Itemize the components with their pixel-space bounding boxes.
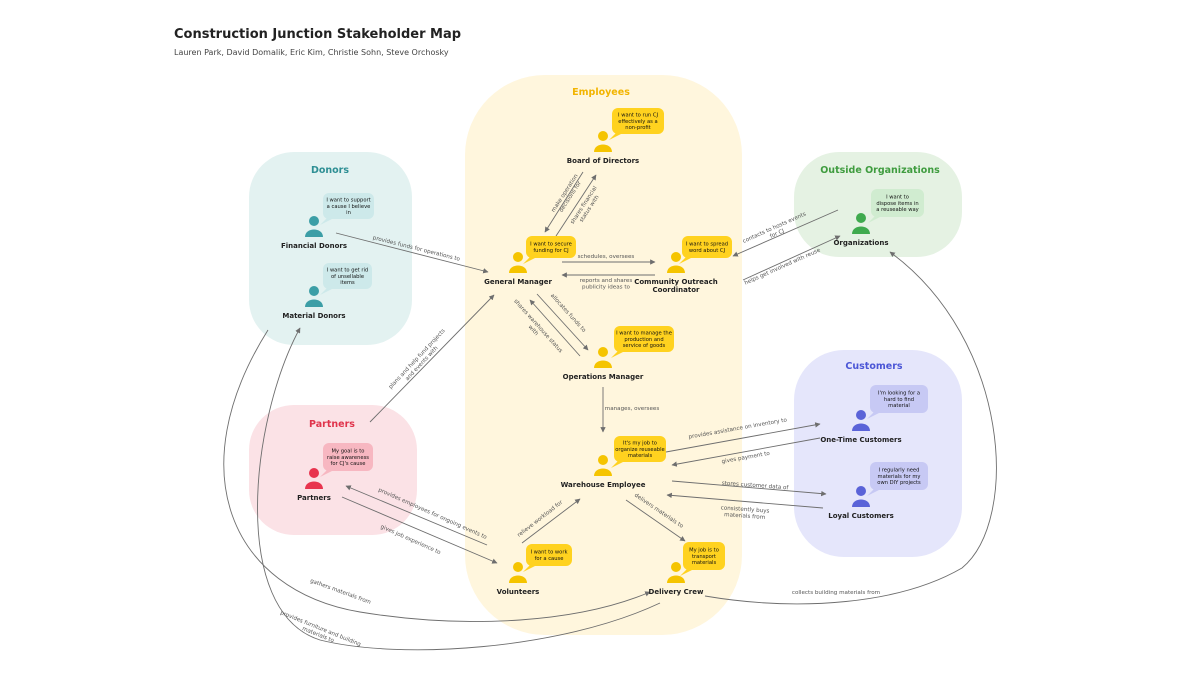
connectors (223, 171, 997, 651)
edge-label-collects: collects building materials from (792, 590, 880, 596)
page-title: Construction Junction Stakeholder Map (174, 27, 461, 42)
node-label: Delivery Crew (649, 588, 704, 596)
edge-label-stores-data: stores customer data of (722, 481, 790, 492)
person-icon (594, 455, 612, 476)
authors: Lauren Park, David Domalik, Eric Kim, Ch… (174, 48, 449, 57)
node-label: Loyal Customers (828, 512, 894, 520)
person-icon (667, 562, 685, 583)
edge-label-gathers: gathers materials from (309, 578, 371, 606)
person-icon (852, 213, 870, 234)
node-label: Material Donors (282, 312, 345, 320)
edge-label-schedules: schedules, oversees (578, 254, 635, 260)
node-label: Operations Manager (563, 373, 644, 381)
group-outside-title: Outside Organizations (820, 165, 940, 176)
node-label: General Manager (484, 278, 552, 286)
edge-label-manages: manages, oversees (605, 406, 660, 412)
node-label: Organizations (833, 239, 888, 247)
node-label: Volunteers (497, 588, 540, 596)
person-icon (594, 347, 612, 368)
person-icon (305, 216, 323, 237)
person-icon (852, 410, 870, 431)
node-label: Financial Donors (281, 242, 347, 250)
node-label: Board of Directors (567, 157, 639, 165)
edge-label-provides-furniture: provides furniture and buildingmaterials… (277, 610, 362, 654)
group-partners-title: Partners (309, 419, 355, 430)
person-icon (305, 468, 323, 489)
group-donors-title: Donors (311, 165, 349, 176)
group-customers-title: Customers (845, 361, 902, 372)
edge-label-consistently-buys: consistently buysmaterials from (720, 505, 770, 521)
group-employees-title: Employees (572, 87, 630, 98)
edge-label-gives-job: gives job experience to (379, 524, 442, 556)
node-label: One-Time Customers (820, 436, 901, 444)
edge-label-helps-involved: helps get involved with reuse (744, 247, 822, 286)
node-label: Warehouse Employee (561, 481, 646, 489)
node-label: Partners (297, 494, 331, 502)
person-icon (594, 131, 612, 152)
person-icon (667, 252, 685, 273)
person-icon (305, 286, 323, 307)
edge-label-plans-help: plans and help fund projectsand events w… (388, 328, 452, 395)
person-icon (852, 486, 870, 507)
person-icon (509, 252, 527, 273)
group-customers: Customers (794, 350, 962, 557)
person-icon (509, 562, 527, 583)
